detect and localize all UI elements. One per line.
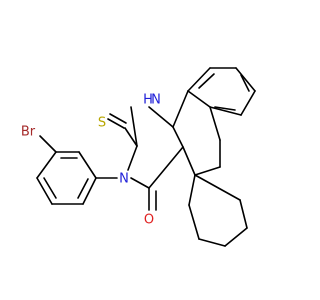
aromatic-inner-bond bbox=[198, 73, 215, 89]
sulfur-label: S bbox=[98, 116, 106, 131]
bond bbox=[209, 106, 221, 141]
bond bbox=[188, 204, 200, 240]
thione-bond bbox=[107, 113, 127, 129]
bond bbox=[198, 238, 226, 247]
bond bbox=[239, 199, 248, 229]
bond bbox=[224, 227, 248, 247]
bond-to-bromine bbox=[39, 135, 57, 153]
molecule-structure: Br S H N N O bbox=[21, 67, 256, 247]
aromatic-inner-bond bbox=[240, 74, 250, 92]
bond bbox=[188, 174, 196, 206]
bond bbox=[148, 146, 184, 189]
bond bbox=[182, 146, 196, 176]
oxygen-label: O bbox=[144, 213, 154, 228]
aromatic-inner-bond bbox=[43, 177, 57, 199]
bond bbox=[109, 113, 127, 124]
bromophenyl-ring bbox=[36, 135, 97, 205]
bond bbox=[209, 106, 242, 116]
bond bbox=[240, 90, 256, 116]
bond bbox=[130, 177, 150, 189]
bond bbox=[187, 90, 211, 108]
bond bbox=[194, 174, 241, 201]
ring-nitrogen-label: N bbox=[119, 172, 129, 187]
bond bbox=[148, 106, 174, 128]
bond bbox=[235, 67, 256, 92]
bond bbox=[124, 127, 138, 147]
bond bbox=[78, 151, 97, 179]
bond bbox=[194, 166, 221, 176]
bond bbox=[127, 145, 138, 171]
bond bbox=[172, 126, 184, 148]
bond bbox=[36, 151, 57, 179]
bond bbox=[172, 90, 189, 128]
aromatic-inner-bond bbox=[77, 178, 89, 199]
amine-hydrogen-label: H bbox=[143, 93, 153, 108]
bond bbox=[130, 106, 138, 147]
cyclohexane-ring bbox=[182, 146, 248, 247]
bond bbox=[107, 118, 125, 129]
pyrimidine-ring bbox=[95, 106, 184, 211]
bond bbox=[36, 177, 53, 205]
bond bbox=[187, 67, 211, 92]
bromine-label: Br bbox=[21, 125, 36, 140]
bond bbox=[82, 177, 97, 205]
aromatic-inner-bond bbox=[214, 106, 236, 111]
structure-canvas: Br S H N N O bbox=[20, 67, 256, 247]
amine-nitrogen-label: N bbox=[151, 93, 161, 108]
dihydronaphthalene-ring bbox=[172, 67, 256, 168]
